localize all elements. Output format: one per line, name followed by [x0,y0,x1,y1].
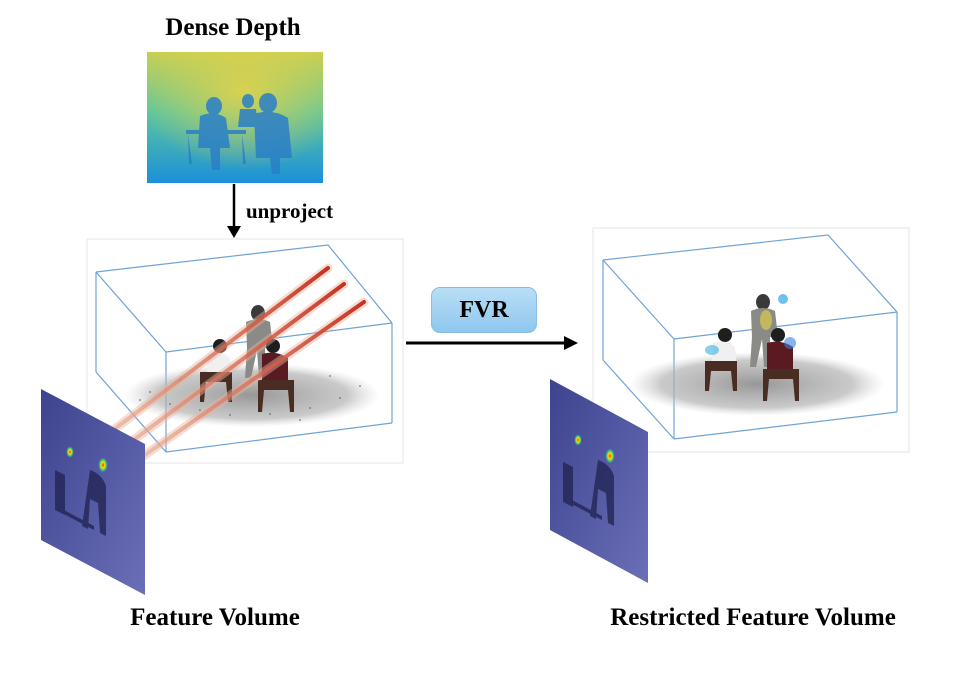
restricted-feature-volume-box [602,234,898,440]
people-point-cloud-right [705,294,799,401]
restricted-feature-volume-caption: Restricted Feature Volume [610,604,896,631]
unproject-label: unproject [246,199,334,223]
left-panel-frame [86,238,404,464]
point-cloud-ground-right [629,352,885,416]
fvr-button[interactable]: FVR [431,287,537,333]
dense-depth-image [147,52,323,183]
unproject-arrow [227,184,241,238]
fvr-arrow [406,336,578,350]
feature-map-plane-left [41,389,145,595]
feature-volume-box [95,244,393,453]
feature-volume-caption: Feature Volume [130,604,300,631]
dense-depth-title: Dense Depth [165,14,301,41]
people-point-cloud-left [200,305,294,412]
projection-rays [95,263,369,469]
right-panel-frame [592,227,910,453]
point-cloud-ground [124,363,380,427]
feature-map-plane-right [550,379,648,583]
